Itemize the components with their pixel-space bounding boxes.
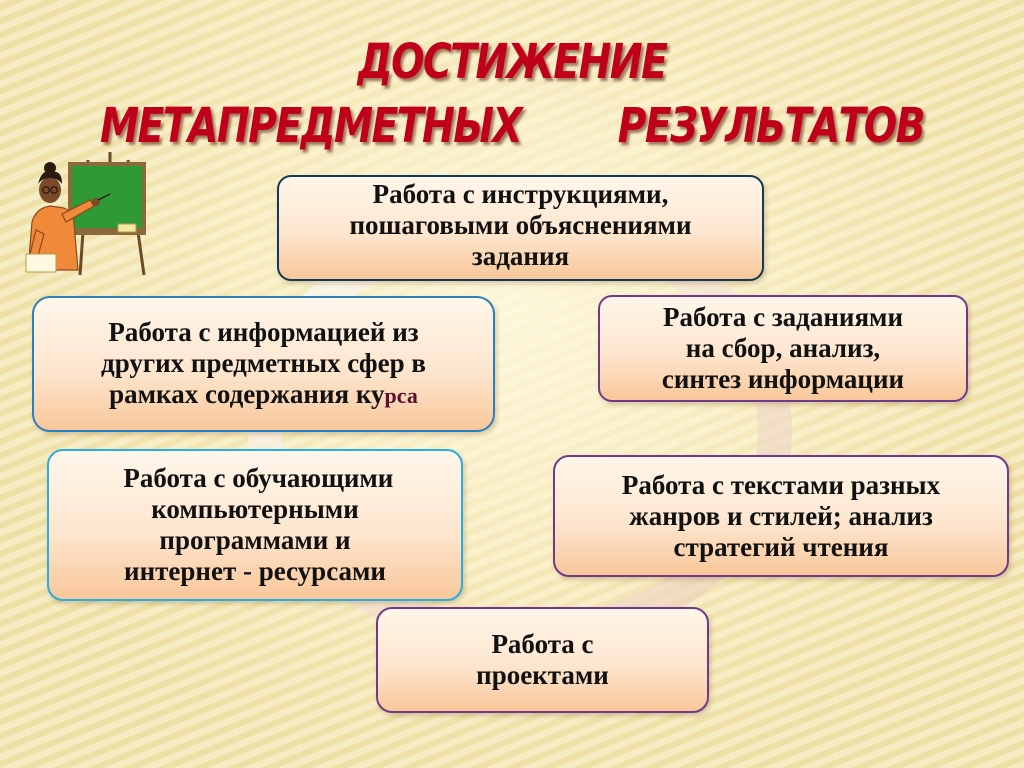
node-projects: Работа с проектами (376, 607, 709, 713)
node-texts-line-1: Работа с текстами разных (621, 469, 941, 500)
title-line-1: ДОСТИЖЕНИЕ (357, 34, 668, 90)
teacher-at-chalkboard-icon (25, 152, 146, 276)
node-other-subjects-line-3: рамках содержания курса (101, 379, 426, 411)
node-other-subjects-line-2: других предметных сфер в (101, 348, 426, 378)
node-projects-line-2: проектами (476, 660, 609, 690)
node-tasks-line-3: синтез информации (661, 364, 905, 394)
node-other-subjects-line-3a: рамках содержания ку (109, 379, 385, 409)
node-computer-line-4: интернет - ресурсами (124, 556, 386, 586)
node-other-subjects: Работа с информацией из других предметны… (32, 296, 495, 432)
node-instructions-line-3: задания (471, 241, 570, 271)
node-tasks-line-1: Работа с заданиями (662, 302, 904, 332)
node-computer-line-3: программами и (159, 525, 351, 555)
node-tasks: Работа с заданиями на сбор, анализ, синт… (598, 295, 968, 402)
node-other-subjects-line-1: Работа с информацией из (108, 317, 419, 347)
node-tasks-line-2: на сбор, анализ, (685, 333, 881, 363)
node-computer-line-2: компьютерными (151, 494, 359, 524)
node-instructions-line-2: пошаговыми объяснениями (349, 210, 692, 240)
node-computer-programs: Работа с обучающими компьютерными програ… (47, 449, 463, 601)
node-computer-line-1: Работа с обучающими (116, 463, 394, 493)
node-instructions-line-1: Работа с инструкциями, (372, 179, 669, 209)
node-texts: Работа с текстами разных жанров и стилей… (553, 455, 1009, 577)
node-instructions: Работа с инструкциями, пошаговыми объясн… (277, 175, 764, 281)
node-other-subjects-line-3b: рса (384, 383, 418, 408)
node-texts-line-2: жанров и стилей; анализ (629, 500, 933, 531)
title-line-2: МЕТАПРЕДМЕТНЫХ РЕЗУЛЬТАТОВ (100, 98, 926, 154)
node-projects-line-1: Работа с (491, 629, 594, 659)
node-texts-line-3: стратегий чтения (673, 531, 889, 562)
